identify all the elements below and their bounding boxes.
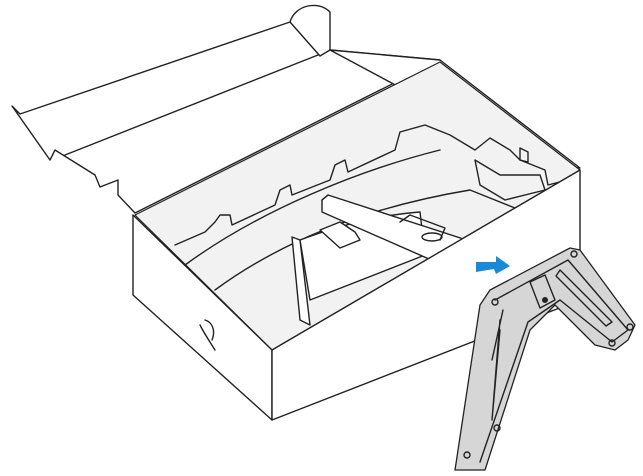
screw-hole-icon	[542, 297, 548, 303]
stand-base	[454, 247, 636, 471]
insert-direction-arrow	[476, 256, 510, 274]
box-body	[132, 169, 581, 421]
